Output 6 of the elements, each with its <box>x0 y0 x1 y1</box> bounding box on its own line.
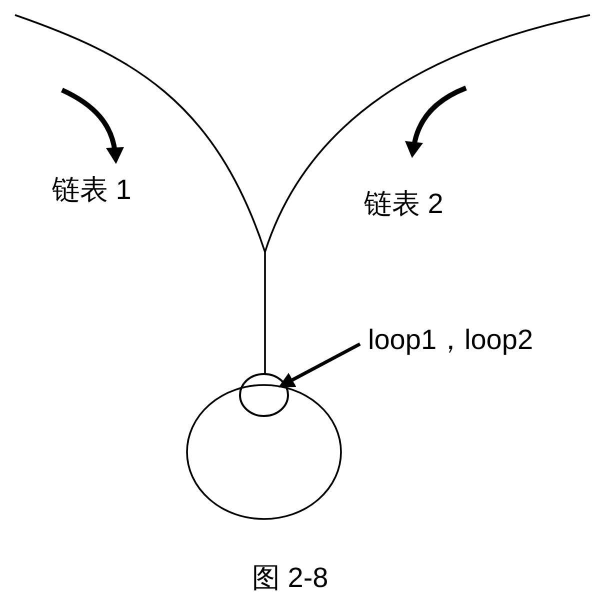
loop-circle <box>239 373 289 417</box>
arrow <box>278 342 361 388</box>
figure-caption: 图 2-8 <box>252 564 328 592</box>
callout-text: loop1，loop2 <box>368 320 590 360</box>
list-label: 链表 2 <box>364 190 444 218</box>
list-label: 链表 1 <box>52 176 132 204</box>
